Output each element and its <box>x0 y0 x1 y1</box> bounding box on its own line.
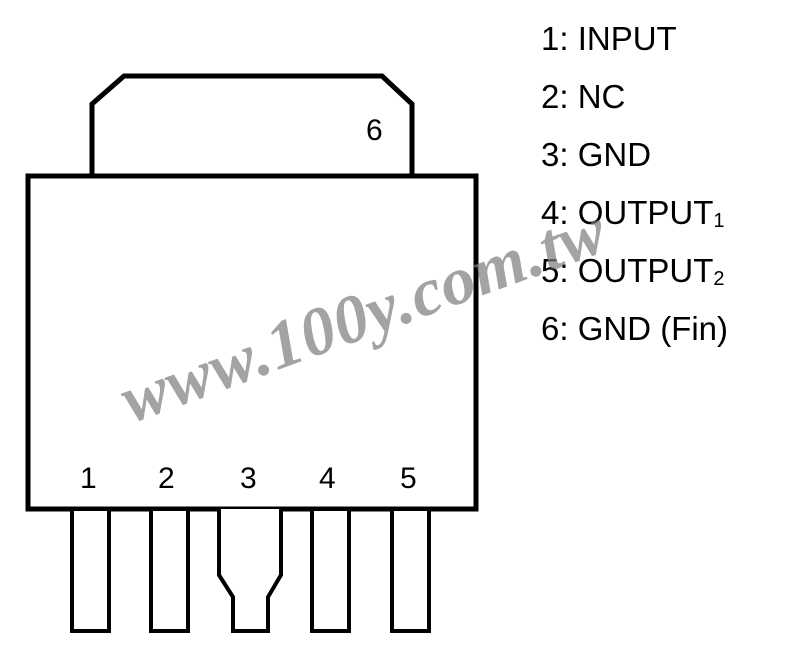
lead-1 <box>70 507 111 633</box>
lead-4 <box>310 507 351 633</box>
pin-legend: 1: INPUT 2: NC 3: GND 4: OUTPUT1 5: OUTP… <box>541 14 728 362</box>
lead-5 <box>390 507 431 633</box>
tab-pin-label: 6 <box>366 114 383 147</box>
legend-item-pin-3: 3: GND <box>541 136 652 173</box>
pin-label-2: 2 <box>158 462 175 495</box>
package-body <box>25 173 479 512</box>
legend-item-pin-5: 5: OUTPUT2 <box>541 252 725 290</box>
legend-item-pin-2: 2: NC <box>541 78 626 115</box>
lead-2 <box>149 507 190 633</box>
pin-label-5: 5 <box>400 462 417 495</box>
pin-label-1: 1 <box>80 462 97 495</box>
lead-3 <box>217 509 283 633</box>
heatsink-tab <box>89 73 415 178</box>
legend-item-pin-1: 1: INPUT <box>541 20 677 57</box>
legend-item-pin-6: 6: GND (Fin) <box>541 310 729 347</box>
pin-label-3: 3 <box>240 462 257 495</box>
pin-label-4: 4 <box>319 462 336 495</box>
legend-item-pin-4: 4: OUTPUT1 <box>541 194 725 232</box>
